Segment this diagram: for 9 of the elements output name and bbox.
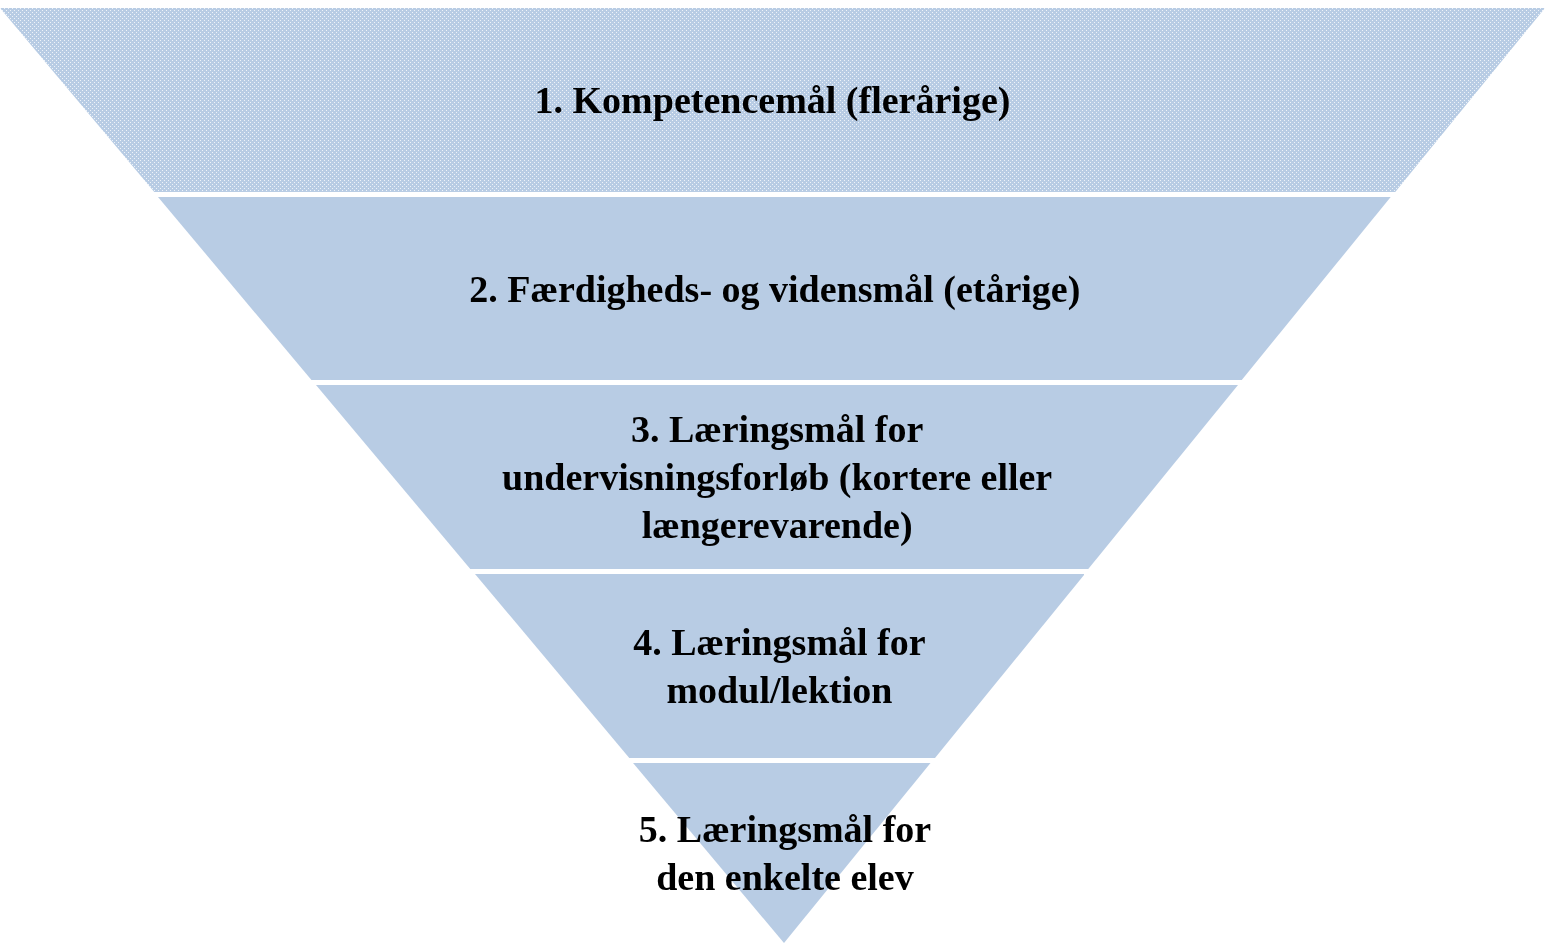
level-label: 4. Læringsmål for modul/lektion: [632, 620, 927, 713]
level-label: 3. Læringsmål for undervisningsforløb (kortere eller længerevarende): [501, 407, 1054, 548]
pyramid-band: [0, 8, 1545, 192]
level-label: 1. Kompetencemål (flerårige): [533, 78, 1012, 123]
pyramid-band: [316, 385, 1239, 569]
level-label: 2. Færdigheds- og vidensmål (etårige): [468, 266, 1082, 312]
level-label: 5. Læringsmål for den enkelte elev: [637, 807, 933, 900]
pyramid-band: [158, 197, 1392, 380]
pyramid-band: [474, 574, 1085, 758]
